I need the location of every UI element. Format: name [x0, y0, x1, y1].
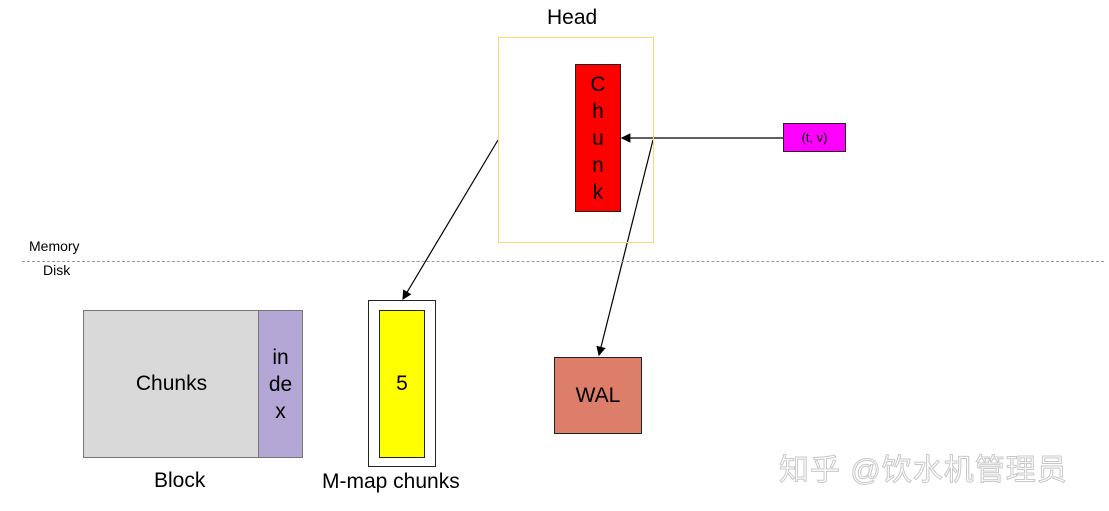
wal-label: WAL: [575, 383, 621, 407]
block-index-box: index: [258, 310, 303, 458]
mmap-chunk-number: 5: [396, 372, 408, 395]
block-label: Block: [154, 469, 206, 492]
head-title: Head: [547, 6, 598, 29]
sample-tv-label: (t, v): [801, 130, 828, 145]
block-index-label: index: [268, 345, 293, 423]
head-container: [498, 37, 654, 243]
memory-label: Memory: [29, 238, 80, 254]
disk-label: Disk: [43, 262, 71, 278]
block-chunks-box: Chunks: [83, 310, 260, 458]
block-chunks-label: Chunks: [135, 372, 208, 395]
wal-box: WAL: [554, 357, 642, 434]
arrow-head-to-wal: [596, 139, 654, 357]
mmap-chunk: 5: [379, 310, 425, 458]
sample-tv-box: (t, v): [783, 123, 846, 152]
mmap-label: M-map chunks: [322, 470, 460, 493]
head-chunk-label: Chunk: [590, 72, 606, 204]
watermark: 知乎 @饮水机管理员: [779, 454, 1068, 488]
head-chunk: Chunk: [575, 64, 621, 212]
arrow-head-to-mmap: [402, 139, 499, 301]
memory-disk-divider: [22, 261, 1104, 262]
